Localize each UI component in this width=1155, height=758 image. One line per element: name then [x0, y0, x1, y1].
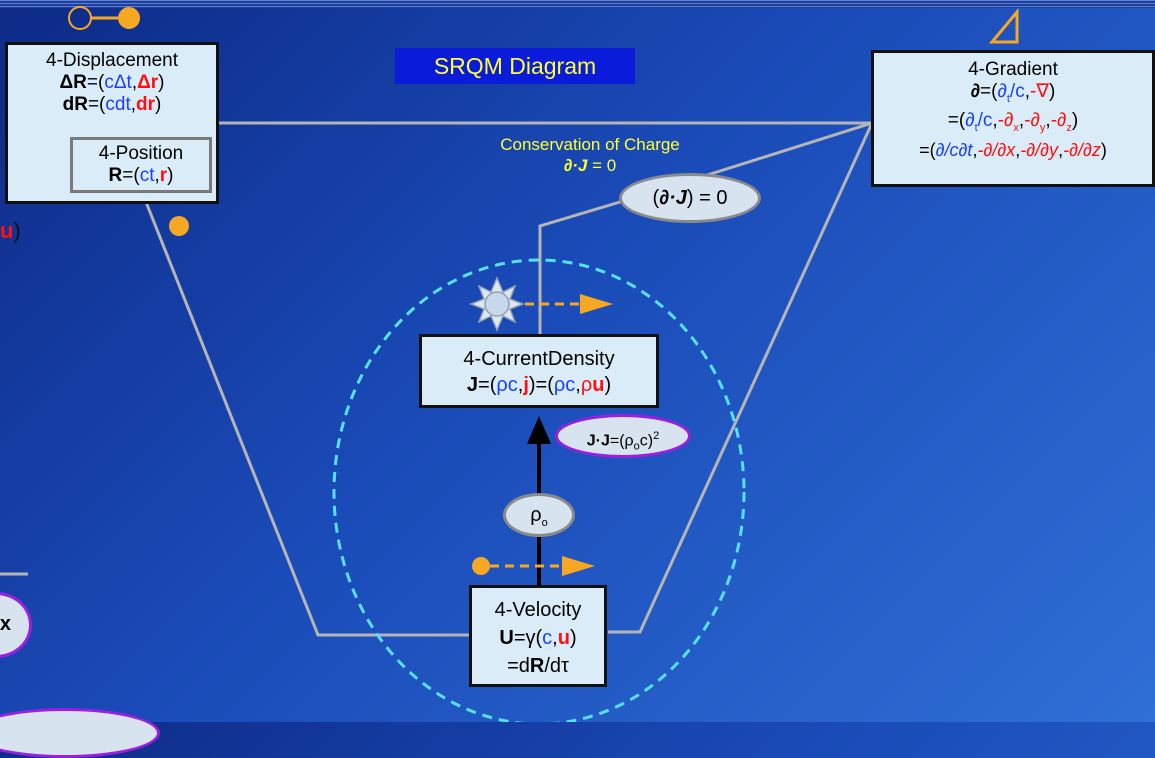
line-position-velocity [144, 201, 470, 637]
line-gradient-currentdensity [538, 121, 873, 338]
hollow-circle-icon [68, 6, 92, 30]
dashed-circle [332, 258, 746, 722]
rho-rest-ellipse: ρo [503, 493, 575, 537]
position-title: 4-Position [98, 143, 184, 164]
gradient-line3: =(∂/c∂t,-∂/∂x,-∂/∂y,-∂/∂z) [919, 139, 1107, 160]
connector-lines [0, 6, 1019, 722]
displacement-line1: ΔR=(cΔt,Δr) [59, 72, 165, 93]
velocity-box: 4-Velocity U=γ(c,u) =dR/dτ [469, 585, 607, 687]
left-partial-ellipse-bottom [0, 708, 160, 758]
gradient-title: 4-Gradient [968, 59, 1058, 80]
star-icon [468, 276, 526, 332]
top-stripe [0, 0, 1155, 8]
currentdensity-box: 4-CurrentDensity J=(ρc,j)=(ρc,ρu) [419, 334, 659, 408]
orange-dot-icon [472, 557, 490, 575]
conservation-label: Conservation of Charge ∂·J = 0 [440, 134, 740, 176]
velocity-title: 4-Velocity [494, 599, 582, 621]
orange-dot-position-icon [169, 216, 189, 236]
filled-circle-icon [118, 7, 140, 29]
gradient-line1: ∂=(∂t/c,-∇) [970, 81, 1056, 105]
gradient-line2: =(∂t/c,-∂x,-∂y,-∂z) [947, 109, 1079, 134]
orange-arrow-head-icon-2 [562, 556, 595, 576]
currentdensity-line: J=(ρc,j)=(ρc,ρu) [466, 374, 612, 396]
arrow-head-icon [527, 416, 551, 444]
conservation-ellipse: (∂·J) = 0 [619, 173, 761, 223]
conservation-equation: ∂·J = 0 [563, 156, 617, 175]
velocity-line2: =dR/dτ [507, 655, 569, 677]
currentdensity-title: 4-CurrentDensity [463, 348, 615, 370]
velocity-line1: U=γ(c,u) [499, 627, 577, 649]
orange-arrow-head-icon [580, 294, 613, 314]
gradient-box: 4-Gradient ∂=(∂t/c,-∇) =(∂t/c,-∂x,-∂y,-∂… [871, 50, 1155, 187]
displacement-title: 4-Displacement [46, 50, 178, 71]
diagram-title: SRQM Diagram [395, 48, 635, 84]
displacement-line2: dR=(cdt,dr) [62, 94, 162, 115]
position-box: 4-Position R=(ct,r) [70, 137, 212, 193]
triangle-icon [988, 7, 1019, 44]
position-line: R=(ct,r) [108, 165, 174, 186]
line-gradient-velocity [608, 122, 874, 634]
invariant-ellipse: J·J=(ρoc)2 [555, 414, 691, 458]
left-partial-text: u) [0, 218, 21, 243]
